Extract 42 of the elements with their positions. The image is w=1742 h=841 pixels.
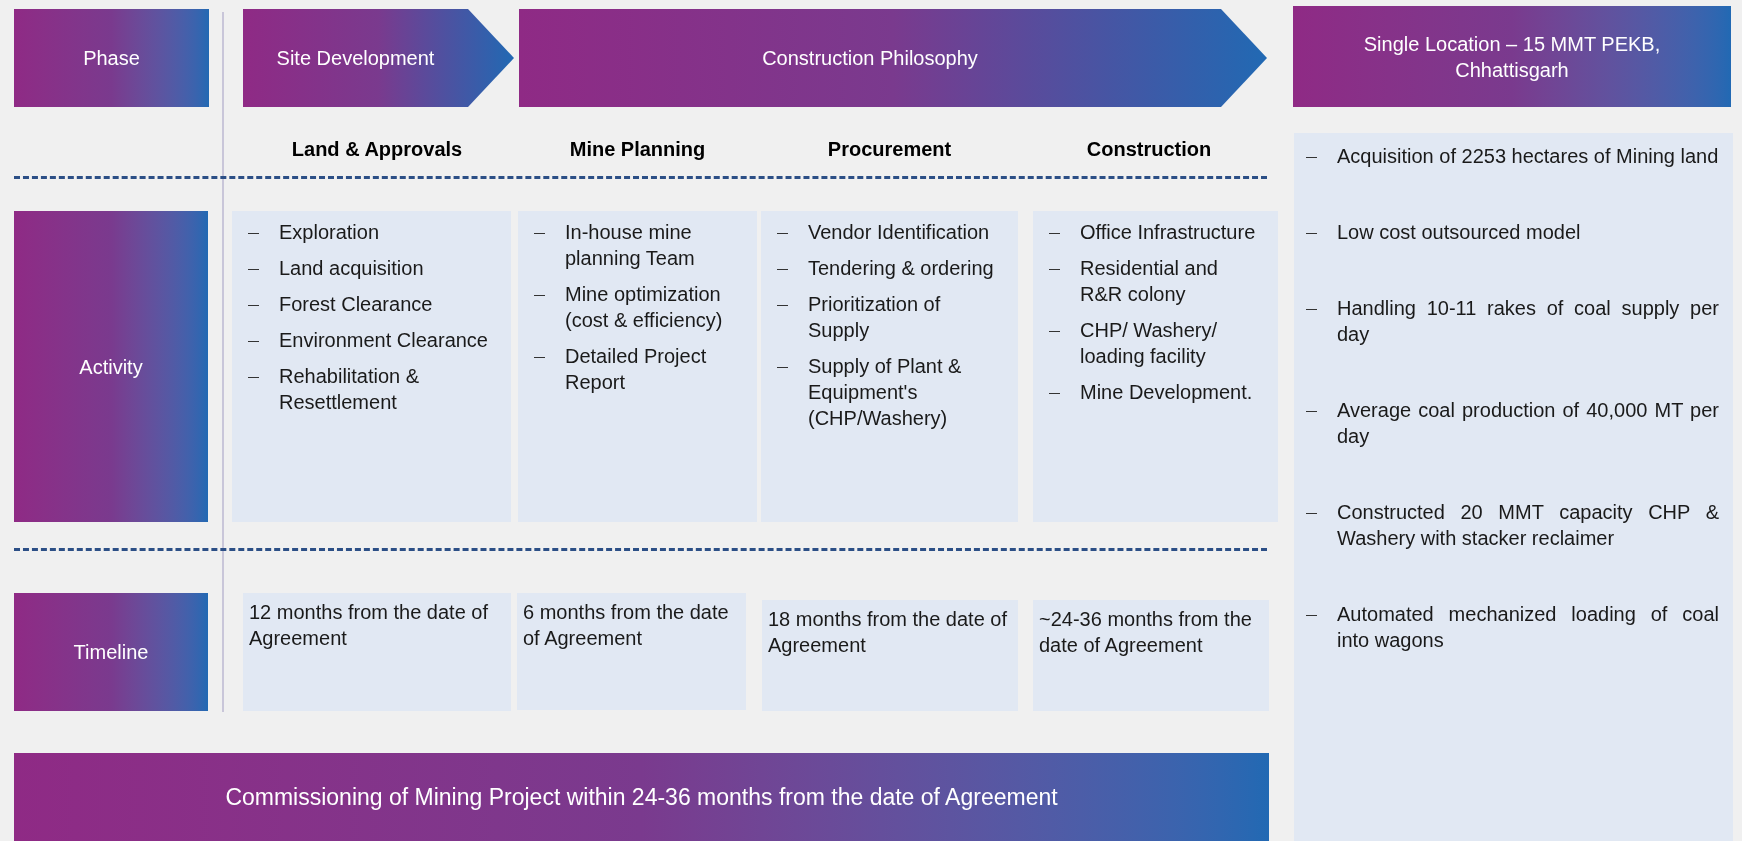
row-header: Timeline [14,593,208,711]
bullet-text: Residential and R&R colony [1080,256,1219,307]
bullet-text: Detailed Project Report [565,344,708,395]
bullet-text: Constructed 20 MMT capacity CHP & Washery with stacker reclaimer [1337,500,1719,551]
bullet-text: Land acquisition [279,256,424,281]
bullet-text: Exploration [279,220,380,245]
chevron-banner: Construction Philosophy [519,9,1267,107]
bullet-text: In-house mine planning Team [565,220,696,271]
bullet-text: Mine optimization (cost & efficiency) [565,282,724,333]
highlights-panel [1294,133,1733,841]
summary-banner: Commissioning of Mining Project within 24-36 months from the date of Agreement [14,753,1269,841]
bullet-text: Automated mechanized loading of coal into wagons [1337,602,1719,653]
bullet-text: Mine Development. [1080,380,1253,405]
bullet-text: Prioritization of Supply [808,292,942,343]
bullet-text: Supply of Plant & Equipment's (CHP/Washery) [808,354,963,431]
bullet-text: CHP/ Washery/ loading facility [1080,318,1219,369]
bullet-text: Handling 10-11 rakes of coal supply per day [1337,296,1719,347]
timeline-card: 18 months from the date of Agreement [762,600,1018,711]
bullet-text: Environment Clearance [279,328,488,353]
column-heading: Land & Approvals [291,137,463,162]
bullet-text: Acquisition of 2253 hectares of Mining land [1337,144,1719,169]
timeline-card: 6 months from the date of Agreement [517,593,746,710]
bullet-text: Low cost outsourced model [1337,220,1581,245]
activity-card [232,211,511,522]
timeline-card: 12 months from the date of Agreement [243,593,511,711]
timeline-card: ~24-36 months from the date of Agreement [1033,600,1269,711]
row-header: Activity [14,211,208,522]
activity-card [518,211,757,522]
location-header: Single Location – 15 MMT PEKB, Chhattisgarh [1293,6,1731,107]
bullet-text: Office Infrastructure [1080,220,1256,245]
column-heading: Construction [1086,137,1212,162]
activity-card [1033,211,1278,522]
activity-card [761,211,1018,522]
bullet-text: Vendor Identification [808,220,990,245]
column-heading: Procurement [827,137,952,162]
column-heading: Mine Planning [569,137,706,162]
bullet-text: Forest Clearance [279,292,433,317]
phase-header: Phase [14,9,209,107]
bullet-text: Tendering & ordering [808,256,994,281]
bullet-text: Average coal production of 40,000 MT per day [1337,398,1719,449]
bullet-text: Rehabilitation & Resettlement [279,364,421,415]
chevron-banner: Site Development [243,9,514,107]
